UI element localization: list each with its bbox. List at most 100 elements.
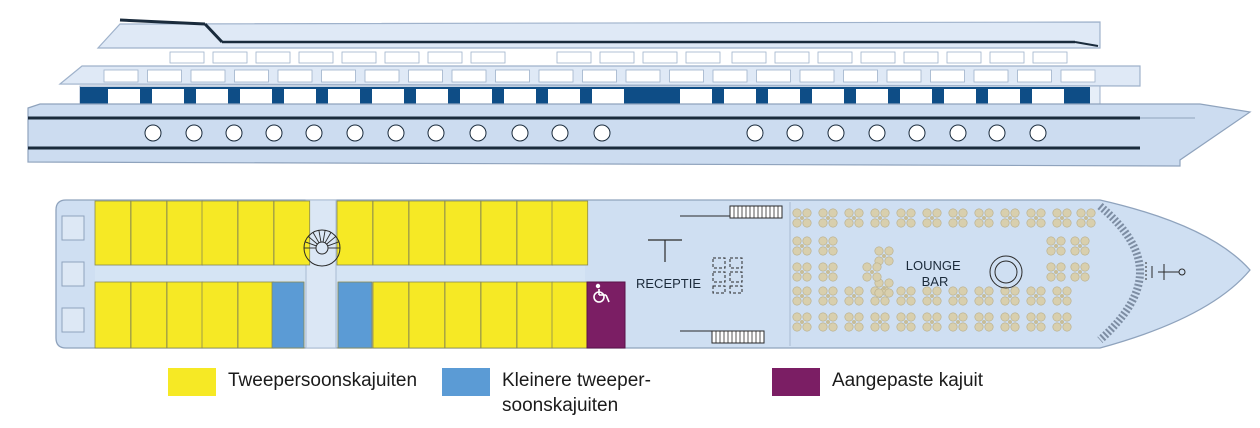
cabin [237,200,275,266]
lounge-tables [792,208,1096,332]
cabin [273,200,311,266]
lounge-table [844,312,864,332]
window [1032,51,1068,64]
window [860,51,896,64]
cabin [480,281,518,349]
cabin [372,200,410,266]
reception-label: RECEPTIE [636,276,701,291]
cabin [130,281,168,349]
window [685,51,721,64]
middle-deck-dark-band [100,87,1090,107]
lounge-bar-label: LOUNGE BAR [906,258,965,289]
lounge-table [922,286,942,306]
window [328,89,360,105]
cabin [372,281,410,349]
lounge-table [818,208,838,228]
lounge-table [948,208,968,228]
window [240,89,272,105]
lounge-table [844,208,864,228]
window [817,51,853,64]
lounge-table [974,286,994,306]
lounge-table [1026,286,1046,306]
lounge-table [1046,262,1066,282]
porthole [551,124,569,142]
window [973,69,1009,83]
lounge-table [844,286,864,306]
window [731,51,767,64]
ship-side-profile [27,18,1252,167]
porthole [908,124,926,142]
porthole [593,124,611,142]
lounge-table [792,236,812,256]
lounge-table [1070,262,1090,282]
window [321,69,356,83]
window [1060,69,1096,83]
window [556,51,592,64]
cabin-grid [94,200,589,349]
porthole [305,124,323,142]
porthole [427,124,445,142]
main-deck-plan: RECEPTIE LOUNGE BAR [55,199,1251,349]
window [504,89,536,105]
lounge-table [792,286,812,306]
cabin [94,200,132,266]
window [680,89,712,105]
window [408,69,443,83]
window [416,89,448,105]
cabin [516,200,554,266]
porthole [746,124,764,142]
porthole [469,124,487,142]
legend-double-cabins: Tweepersoonskajuiten [168,368,417,396]
window [900,89,932,105]
window [190,69,226,83]
cabin [551,281,589,349]
cabin [130,200,168,266]
window [724,89,756,105]
legend-label: Aangepaste kajuit [832,370,984,391]
window [103,69,139,83]
cabin [166,281,204,349]
lounge-table [1052,286,1072,306]
window [930,69,965,83]
lounge-table [896,208,916,228]
round-bar-counter [989,255,1023,289]
cabin [551,200,589,266]
window [642,51,678,64]
stairs-bottom-icon [711,330,765,344]
cabin [201,200,239,266]
porthole [786,124,804,142]
lounge-table [948,286,968,306]
lounge-table [1046,236,1066,256]
window [147,69,182,83]
lounge-table [818,312,838,332]
porthole [1029,124,1047,142]
lounge-table [818,262,838,282]
window [495,69,530,83]
window [108,89,140,105]
lounge-table [1052,312,1072,332]
legend-adapted-cabin: Aangepaste kajuit [772,368,983,396]
lounge-table [792,312,812,332]
window [599,51,635,64]
lounge-table [922,312,942,332]
cabin [166,200,204,266]
cabin [337,281,373,349]
window [548,89,580,105]
wheelchair-icon [593,283,610,303]
hull-portholes [144,124,1047,142]
window [277,69,313,83]
window [886,69,922,83]
lounge-table [1026,208,1046,228]
window [856,89,888,105]
legend-label: Tweepersoonskajuiten [228,370,418,391]
window [799,69,835,83]
anchor-icon [1145,262,1186,282]
stairs-top-icon [729,205,783,219]
porthole [387,124,405,142]
lounge-table [818,236,838,256]
cabin [480,200,518,266]
window [669,69,704,83]
window [1032,89,1064,105]
porthole [185,124,203,142]
window [196,89,228,105]
